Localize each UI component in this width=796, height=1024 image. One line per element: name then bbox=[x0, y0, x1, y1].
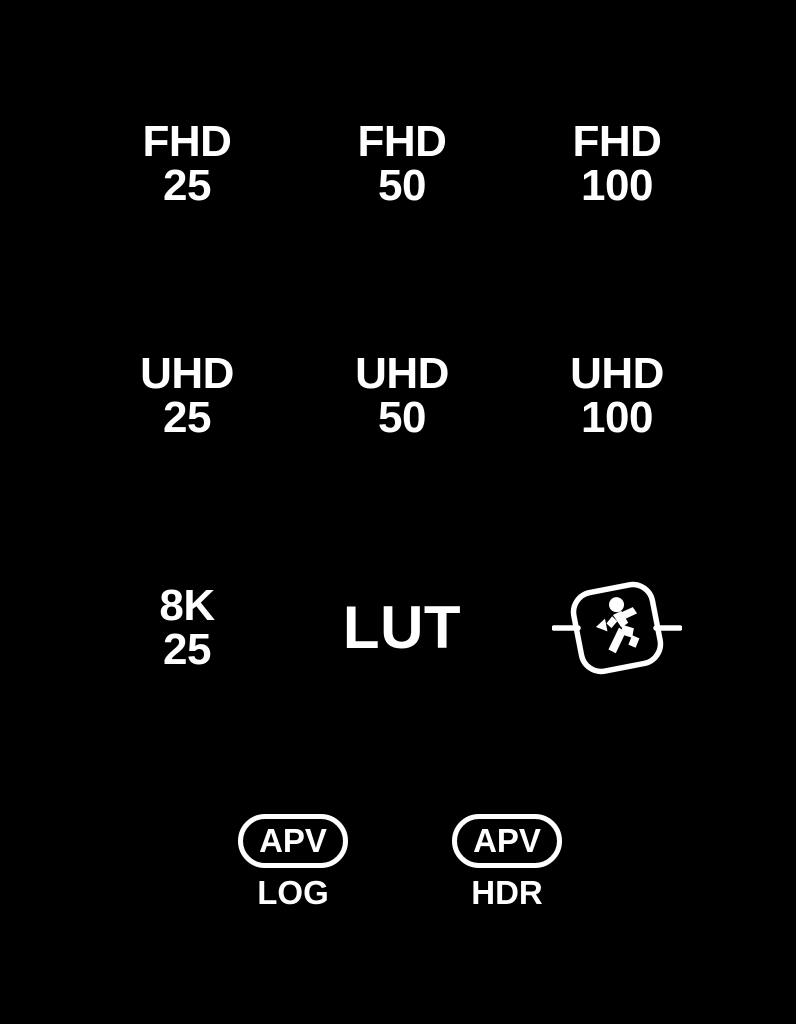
apv-pill-label: APV bbox=[473, 821, 541, 859]
mode-action-motion[interactable] bbox=[527, 575, 707, 680]
apv-pill: APV bbox=[452, 814, 562, 868]
badge-apv-log[interactable]: APV LOG bbox=[213, 814, 373, 909]
mode-fhd-25[interactable]: FHD 25 bbox=[107, 117, 267, 210]
framerate-label: 100 bbox=[581, 161, 653, 210]
mode-uhd-25[interactable]: UHD 25 bbox=[107, 349, 267, 442]
resolution-label: FHD bbox=[357, 117, 447, 166]
badge-apv-hdr[interactable]: APV HDR bbox=[427, 814, 587, 909]
framerate-label: 50 bbox=[378, 393, 426, 442]
framerate-label: 25 bbox=[163, 393, 211, 442]
resolution-label: UHD bbox=[355, 349, 449, 398]
mode-uhd-50[interactable]: UHD 50 bbox=[322, 349, 482, 442]
apv-pill-label: APV bbox=[259, 821, 327, 859]
mode-fhd-100[interactable]: FHD 100 bbox=[537, 117, 697, 210]
badge-sub-label: LOG bbox=[257, 874, 329, 911]
mode-8k-25[interactable]: 8K 25 bbox=[107, 581, 267, 674]
resolution-label: FHD bbox=[572, 117, 662, 166]
action-motion-icon bbox=[552, 578, 682, 678]
framerate-label: 100 bbox=[581, 393, 653, 442]
framerate-label: 25 bbox=[163, 625, 211, 674]
badge-sub-label: HDR bbox=[471, 874, 543, 911]
resolution-label: UHD bbox=[140, 349, 234, 398]
mode-uhd-100[interactable]: UHD 100 bbox=[537, 349, 697, 442]
resolution-label: FHD bbox=[142, 117, 232, 166]
framerate-label: 50 bbox=[378, 161, 426, 210]
framerate-label: 25 bbox=[163, 161, 211, 210]
mode-lut[interactable]: LUT bbox=[322, 586, 482, 670]
resolution-label: 8K bbox=[159, 581, 215, 630]
apv-pill: APV bbox=[238, 814, 348, 868]
mode-fhd-50[interactable]: FHD 50 bbox=[322, 117, 482, 210]
lut-label: LUT bbox=[342, 594, 462, 661]
resolution-label: UHD bbox=[570, 349, 664, 398]
